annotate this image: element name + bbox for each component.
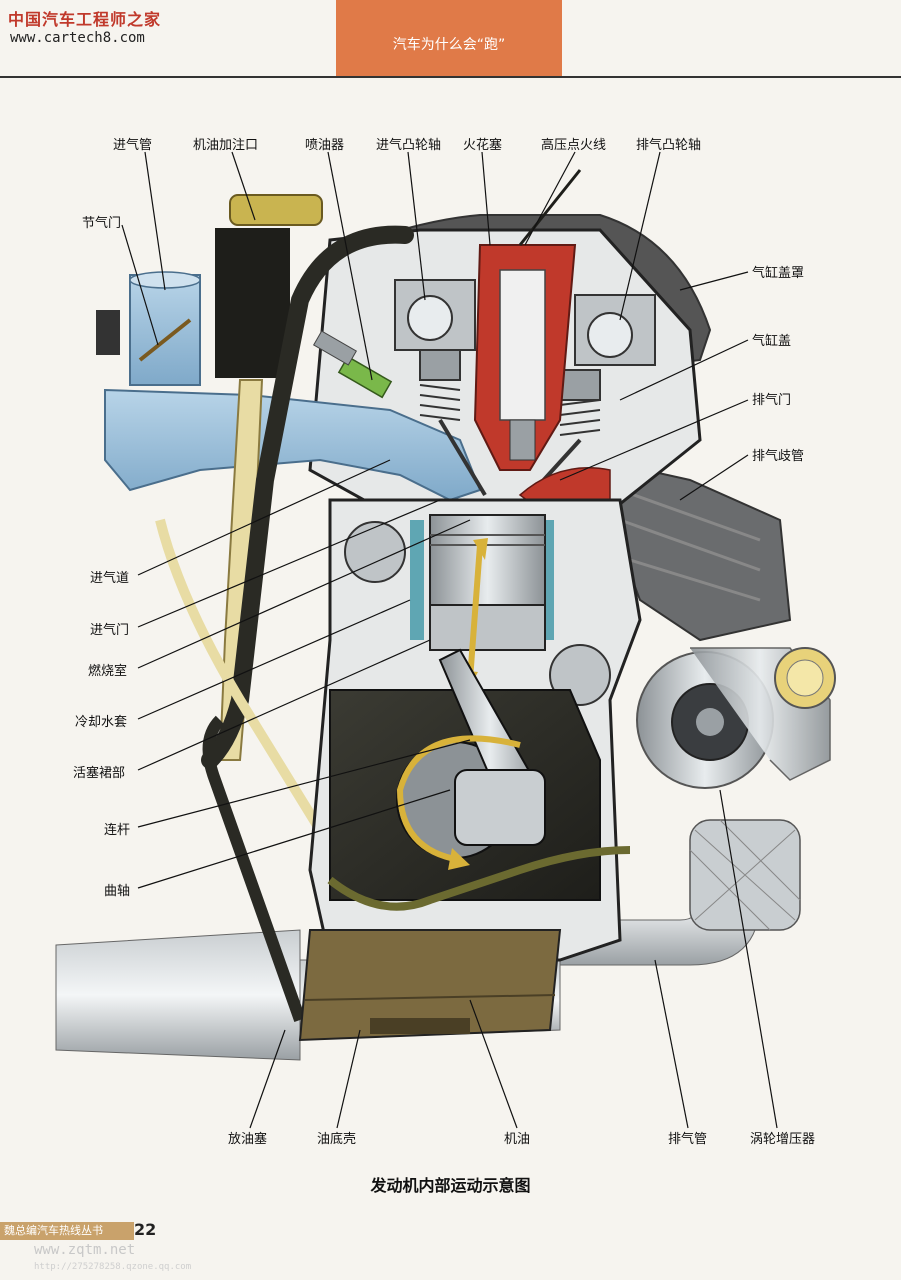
label-spark-plug: 火花塞: [463, 138, 503, 153]
label-oil-pan: 油底壳: [317, 1132, 357, 1147]
footer-watermark-qzone: http://275278258.qzone.qq.com: [34, 1262, 192, 1272]
label-intake-camshaft: 进气凸轮轴: [376, 138, 442, 153]
label-cylinder-head: 气缸盖: [752, 334, 792, 349]
label-connecting-rod: 连杆: [104, 823, 131, 838]
label-valve-cover: 气缸盖罩: [752, 266, 805, 281]
crank-rotation-arrow: [396, 735, 521, 863]
header-title: 汽车为什么会“跑”: [392, 37, 506, 53]
label-piston-skirt: 活塞裙部: [73, 766, 126, 781]
label-intake-pipe: 进气管: [113, 138, 153, 153]
footer-watermark-url: www.zqtm.net: [34, 1242, 136, 1258]
coolant-hose: [201, 225, 414, 769]
spark-plug: [473, 244, 577, 471]
label-exhaust-camshaft: 排气凸轮轴: [636, 138, 702, 153]
label-intake-port: 进气道: [90, 571, 130, 586]
oil-pan: [298, 929, 562, 1042]
header-tab: [336, 0, 562, 76]
label-engine-oil: 机油: [504, 1132, 531, 1147]
label-drain-plug: 放油塞: [228, 1132, 268, 1147]
footer-series: 魏总编汽车热线丛书: [0, 1222, 134, 1240]
ht-lead: [518, 169, 582, 246]
label-exhaust-pipe: 排气管: [668, 1132, 708, 1147]
label-exhaust-valve: 排气门: [752, 393, 792, 408]
turbocharger: [636, 647, 836, 789]
label-exhaust-manifold: 排气歧管: [752, 449, 805, 464]
label-ht-lead: 高压点火线: [541, 138, 607, 153]
label-combustion-chamber: 燃烧室: [88, 664, 128, 679]
label-injector: 喷油器: [305, 138, 345, 153]
label-crankshaft: 曲轴: [104, 884, 131, 899]
page-number: 22: [134, 1220, 157, 1239]
label-turbocharger: 涡轮增压器: [750, 1132, 816, 1147]
throttle-body: [96, 271, 201, 386]
intake-manifold: [104, 388, 482, 502]
piston: [429, 514, 546, 651]
exhaust-camshaft: [574, 294, 656, 366]
piston-motion-arrow: [467, 544, 483, 681]
label-intake-valve: 进气门: [90, 623, 130, 638]
watermark-site-name: 中国汽车工程师之家: [8, 10, 162, 29]
label-oil-filler: 机油加注口: [193, 138, 259, 153]
watermark-url: www.cartech8.com: [10, 30, 145, 46]
dipstick-tube: [202, 715, 306, 1023]
label-water-jacket: 冷却水套: [75, 715, 128, 730]
water-jacket-left: [410, 520, 424, 640]
oil-filler: [215, 194, 323, 761]
figure-caption: 发动机内部运动示意图: [370, 1176, 531, 1195]
leader-lines: [121, 151, 778, 1129]
label-throttle: 节气门: [82, 216, 122, 231]
intake-valve-spring: [419, 349, 487, 497]
oil-pickup: [327, 846, 631, 911]
header-rule: [0, 76, 901, 78]
intake-camshaft: [394, 279, 476, 351]
